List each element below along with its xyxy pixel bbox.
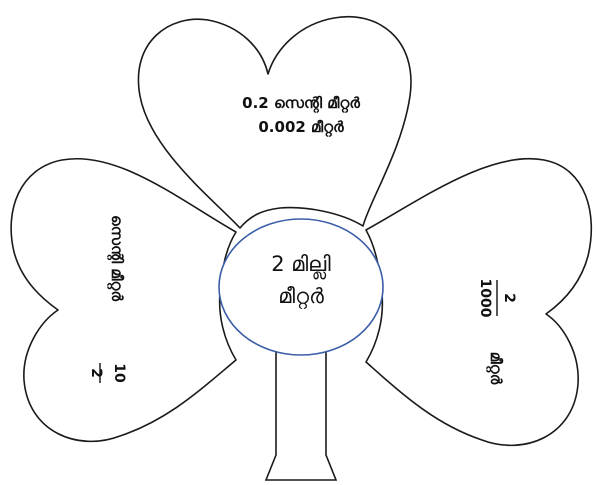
right-leaf-numerator: 2 <box>501 293 517 303</box>
center-label-line1: 2 മില്ലി <box>271 252 331 279</box>
top-leaf-label-line1: 0.2 സെന്റി മീറ്റർ <box>242 94 360 113</box>
right-leaf-denominator: 1000 <box>477 279 493 318</box>
left-leaf-unit: സെന്റി മീറ്റർ <box>107 215 126 301</box>
left-leaf-denominator: 10 <box>111 363 127 383</box>
left-leaf-numerator: 2 <box>88 368 104 378</box>
right-leaf-unit: മീറ്റർ <box>486 352 505 385</box>
center-label-line2: മീറ്റർ <box>278 284 324 310</box>
top-leaf-label-line2: 0.002 മീറ്റർ <box>258 118 344 137</box>
clover-stem <box>266 350 336 480</box>
